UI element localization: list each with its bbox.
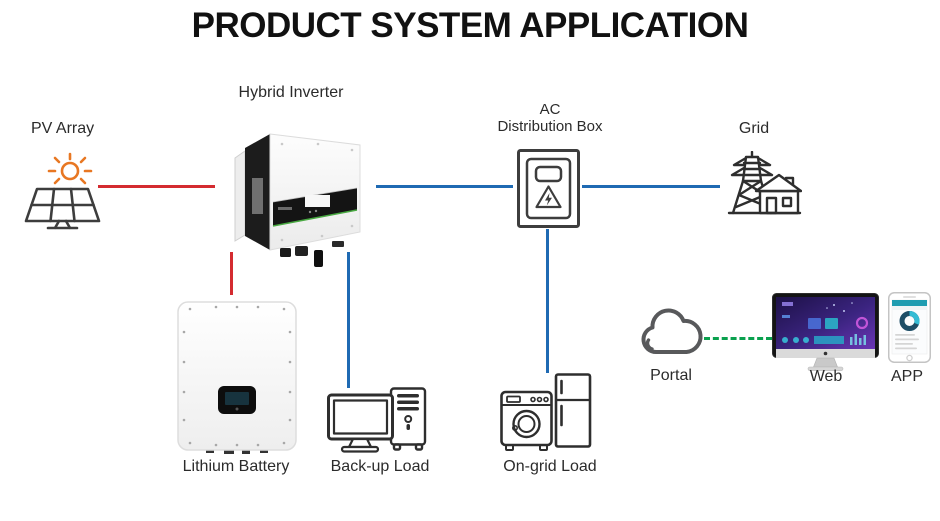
ac-distribution-box-label: AC Distribution Box: [470, 101, 630, 135]
web-label: Web: [809, 368, 843, 385]
line-acbox-to-ongrid-load: [546, 229, 549, 373]
hybrid-inverter-label: Hybrid Inverter: [238, 84, 344, 101]
backup-load-label: Back-up Load: [330, 458, 430, 475]
line-inverter-to-battery: [230, 252, 233, 295]
imac-monitor-icon: [772, 293, 879, 371]
hybrid-inverter-product: [228, 122, 366, 268]
smartphone-icon: [888, 292, 931, 363]
line-inverter-to-acbox: [376, 185, 513, 188]
desktop-computer-icon: [327, 387, 430, 453]
washer-fridge-icon: [500, 373, 592, 455]
pv-array-label: PV Array: [31, 120, 95, 137]
line-inverter-to-backup-load: [347, 252, 350, 388]
solar-panel-sun-icon: [18, 148, 102, 230]
ac-distribution-box-label-line1: AC: [539, 101, 561, 118]
portal-label: Portal: [650, 367, 692, 384]
line-pv-to-inverter: [98, 185, 215, 188]
ongrid-load-label: On-grid Load: [503, 458, 597, 475]
line-portal-to-web: [704, 337, 772, 340]
distribution-box-icon: [517, 149, 580, 228]
power-tower-house-icon: [727, 151, 802, 221]
grid-label: Grid: [738, 120, 770, 137]
cloud-icon: [637, 303, 705, 361]
line-acbox-to-grid: [582, 185, 720, 188]
app-label: APP: [890, 368, 923, 385]
battery-product: [176, 300, 298, 456]
page-title: PRODUCT SYSTEM APPLICATION: [191, 6, 749, 45]
ac-distribution-box-label-line2: Distribution Box: [497, 118, 603, 135]
lithium-battery-label: Lithium Battery: [182, 458, 290, 475]
